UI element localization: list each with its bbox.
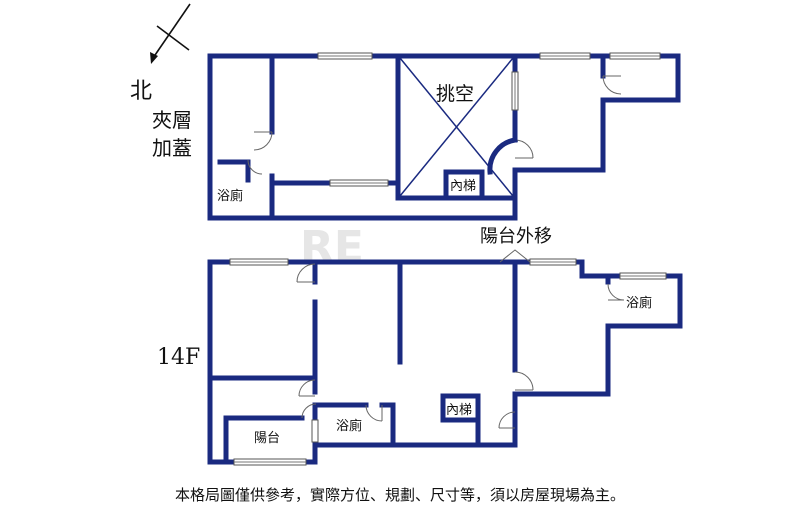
lower-balcony-label: 陽台: [254, 431, 280, 446]
mezzanine-label-line2: 加蓋: [152, 136, 192, 160]
watermark-logo: RE: [300, 222, 364, 273]
upper-outer-wall-east-south: [207, 53, 681, 221]
door-upper-right: [602, 75, 622, 95]
door-lower-east: [514, 371, 534, 391]
balcony-moved-note: 陽台外移: [480, 226, 552, 247]
lower-outer-wall: [207, 259, 683, 465]
lower-windows: [229, 258, 667, 466]
lower-doors: [296, 249, 625, 429]
lower-stair-label: 內梯: [446, 403, 472, 418]
upper-bath-label: 浴廁: [217, 188, 243, 204]
door-lower-right-bath: [607, 283, 625, 301]
door-lower-hall: [298, 379, 316, 397]
upper-outer-wall-west-north: [207, 53, 603, 221]
door-lower-balcony: [301, 403, 317, 419]
upper-doors: [247, 75, 622, 175]
mezzanine-label-line1: 夾層: [152, 108, 192, 132]
floor-number-label: 14F: [157, 345, 200, 370]
north-label: 北: [130, 79, 152, 104]
door-upper-east: [514, 139, 534, 159]
void-label: 挑空: [436, 83, 474, 105]
lower-floor-plan: 14F 內梯 浴廁 浴廁 陽台: [157, 249, 683, 466]
compass-crossbar: [156, 25, 190, 51]
lower-bath-label-right: 浴廁: [626, 295, 652, 311]
lower-bath-label-center: 浴廁: [336, 418, 362, 434]
balcony-arrow-icon: [499, 249, 531, 263]
compass-arrow-icon: [150, 52, 158, 64]
upper-stair-box: [443, 169, 485, 201]
upper-windows: [317, 52, 661, 187]
door-lower-entry: [498, 411, 516, 429]
window-lower-bath: [311, 419, 319, 443]
compass-needle: [152, 3, 191, 59]
upper-stair-label: 內梯: [450, 179, 476, 194]
upper-stair-curve-wall: [487, 137, 518, 175]
upper-floor-plan: 夾層 加蓋 挑空 內梯 浴廁 陽台外移: [152, 52, 681, 247]
door-lower-room: [296, 263, 316, 283]
door-upper-left-room: [253, 131, 273, 151]
door-lower-bath: [365, 404, 383, 422]
door-upper-bath: [247, 159, 263, 175]
compass: 北: [130, 3, 191, 104]
upper-bath-top-wall: [217, 159, 251, 179]
disclaimer-text: 本格局圖僅供參考，實際方位、規劃、尺寸等，須以房屋現場為主。: [175, 486, 625, 504]
lower-stair-box: [440, 393, 481, 423]
void-cross-line-2: [399, 57, 514, 197]
